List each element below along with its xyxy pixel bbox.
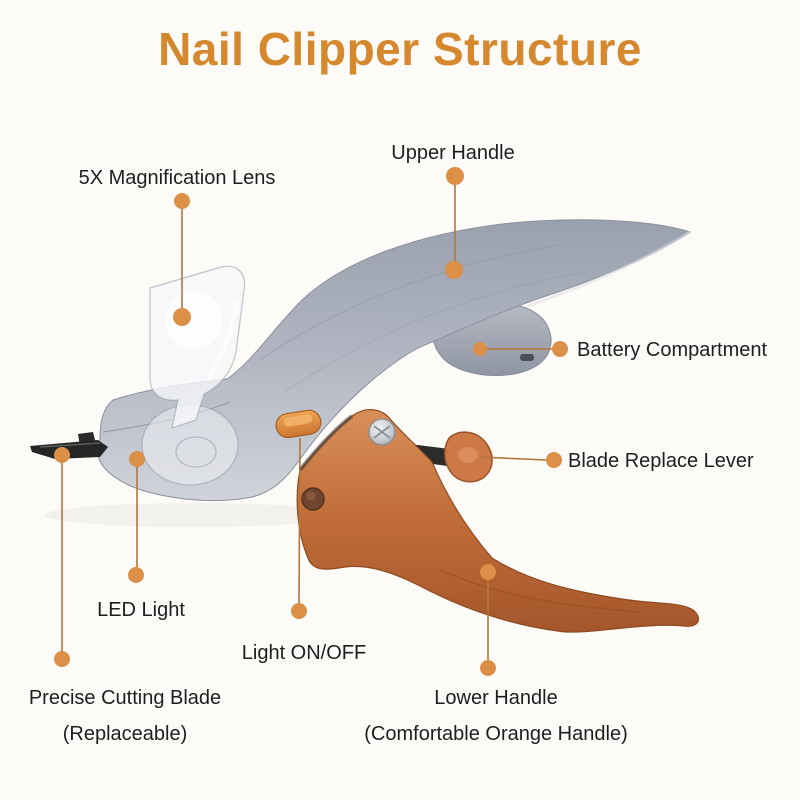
label-precise-cutting-blade-sub: (Replaceable) [62,723,188,745]
callout-dot [473,342,487,356]
callout-dot [445,261,463,279]
callout-dot [128,567,144,583]
callout-precise-cutting-blade [54,447,70,667]
callout-dot [174,193,190,209]
callout-dot [546,452,562,468]
label-battery-compartment: Battery Compartment [577,339,768,361]
callout-upper-handle [445,167,464,279]
magnification-lens-shape [141,265,246,486]
callout-dot [54,447,70,463]
callout-dot [480,564,496,580]
callout-lower-handle [480,564,496,676]
label-precise-cutting-blade-main: Precise Cutting Blade [28,687,222,709]
label-lower-handle-main: Lower Handle [434,687,558,709]
callouts [54,167,568,676]
callout-dot [173,308,191,326]
callout-blade-replace-lever [479,452,562,468]
label-lower-handle: Lower Handle (Comfortable Orange Handle) [364,686,627,746]
label-light-on-off: Light ON/OFF [241,642,367,664]
label-blade-replace-lever: Blade Replace Lever [568,450,754,472]
callout-battery-compartment [473,341,568,357]
callout-light-on-off [291,437,307,619]
callout-dot [480,660,496,676]
label-lower-handle-sub: (Comfortable Orange Handle) [364,723,628,745]
callout-led-light [128,451,145,583]
label-magnification-lens: 5X Magnification Lens [78,167,276,189]
shadow [45,503,345,527]
callout-dot [291,603,307,619]
upper-handle-shape [97,219,692,502]
callout-dot [54,651,70,667]
blade-lever-cap-shape [444,431,493,483]
callout-dot [552,341,568,357]
light-button-shape [275,409,322,439]
page-title: Nail Clipper Structure [158,23,642,75]
cutting-blade-shape [30,432,108,459]
callout-dot [129,451,145,467]
lower-handle-shape [296,409,700,633]
label-upper-handle: Upper Handle [391,142,515,164]
label-precise-cutting-blade: Precise Cutting Blade (Replaceable) [29,686,221,746]
label-led-light: LED Light [97,599,185,621]
callout-magnification-lens [173,193,191,326]
callout-dot [446,167,464,185]
